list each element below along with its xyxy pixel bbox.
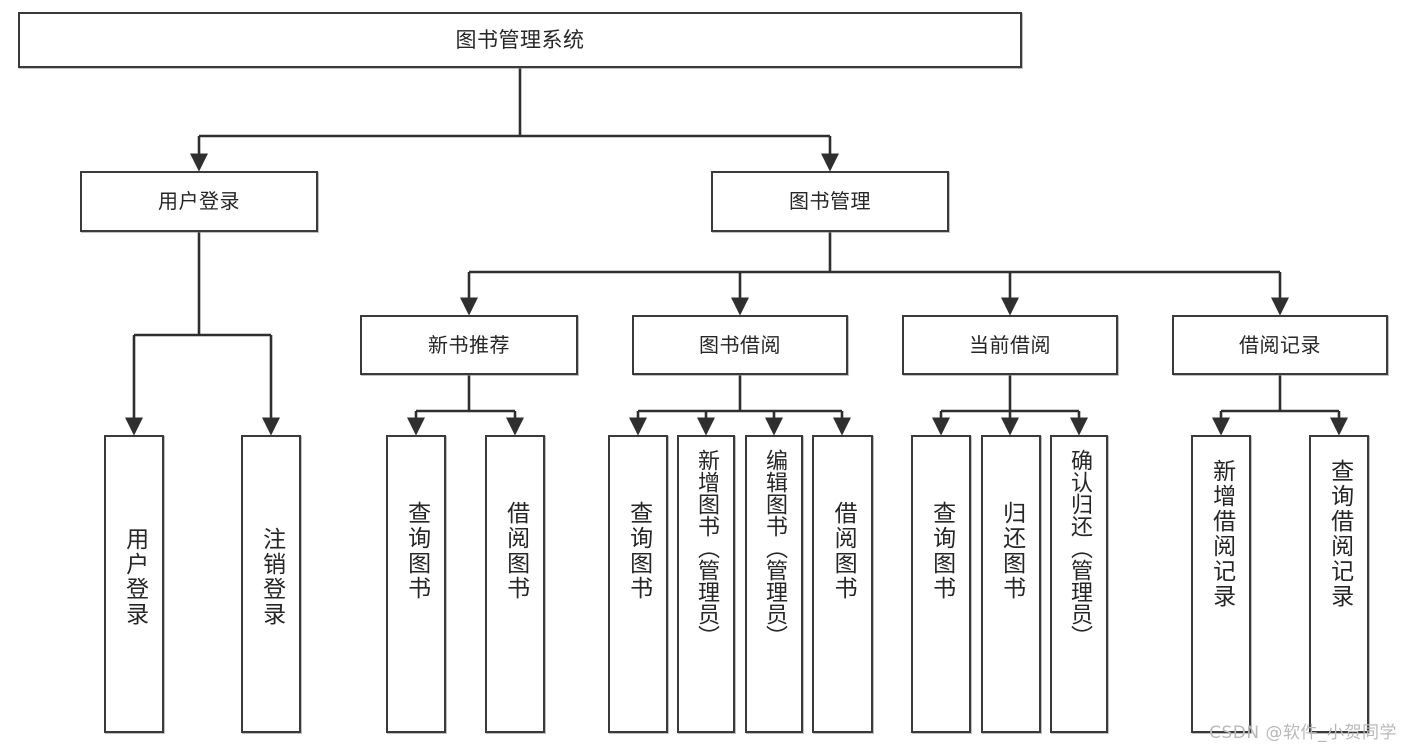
- node-book-manage[interactable]: 图书管理: [711, 171, 949, 232]
- node-leaf-query-book-2[interactable]: 查询图书: [608, 435, 668, 733]
- node-label: 用户登录: [158, 189, 240, 213]
- node-new-book-recommend[interactable]: 新书推荐: [360, 315, 578, 375]
- node-book-borrow[interactable]: 图书借阅: [632, 315, 848, 375]
- node-leaf-add-record[interactable]: 新增借阅记录: [1191, 435, 1251, 733]
- node-label: 编辑图书（管理员）: [761, 449, 787, 647]
- node-label: 归还图书: [998, 501, 1025, 601]
- node-label: 确认归还（管理员）: [1066, 449, 1092, 647]
- node-label: 查询图书: [403, 501, 430, 601]
- node-leaf-query-record[interactable]: 查询借阅记录: [1309, 435, 1369, 733]
- node-label: 新增借阅记录: [1208, 459, 1235, 609]
- node-label: 查询图书: [928, 501, 955, 601]
- node-label: 注销登录: [258, 527, 285, 627]
- node-root-book-management-system[interactable]: 图书管理系统: [18, 12, 1022, 68]
- node-leaf-add-book[interactable]: 新增图书（管理员）: [677, 435, 735, 733]
- node-label: 借阅记录: [1239, 332, 1321, 357]
- node-leaf-query-book-1[interactable]: 查询图书: [386, 435, 446, 733]
- node-label: 借阅图书: [830, 501, 857, 601]
- node-label: 新书推荐: [428, 332, 510, 357]
- csdn-watermark: CSDN @软件_小贺同学: [1209, 723, 1397, 743]
- node-leaf-query-book-3[interactable]: 查询图书: [911, 435, 971, 733]
- node-label: 查询借阅记录: [1326, 459, 1353, 609]
- node-leaf-logout[interactable]: 注销登录: [241, 435, 301, 733]
- node-label: 用户登录: [121, 527, 148, 627]
- node-label: 新增图书（管理员）: [693, 449, 719, 647]
- node-leaf-edit-book[interactable]: 编辑图书（管理员）: [745, 435, 803, 733]
- node-leaf-borrow-book-1[interactable]: 借阅图书: [485, 435, 545, 733]
- node-leaf-user-login[interactable]: 用户登录: [104, 435, 164, 733]
- node-label: 图书管理: [789, 189, 871, 213]
- node-label: 借阅图书: [502, 501, 529, 601]
- node-label: 图书管理系统: [455, 27, 585, 52]
- node-label: 查询图书: [625, 501, 652, 601]
- node-current-borrow[interactable]: 当前借阅: [902, 315, 1118, 375]
- node-leaf-borrow-book-2[interactable]: 借阅图书: [812, 435, 873, 733]
- node-leaf-confirm-return[interactable]: 确认归还（管理员）: [1050, 435, 1108, 733]
- node-label: 图书借阅: [699, 332, 781, 357]
- node-label: 当前借阅: [969, 332, 1051, 357]
- node-user-login[interactable]: 用户登录: [80, 171, 318, 232]
- node-borrow-record[interactable]: 借阅记录: [1172, 315, 1388, 375]
- node-leaf-return-book[interactable]: 归还图书: [981, 435, 1041, 733]
